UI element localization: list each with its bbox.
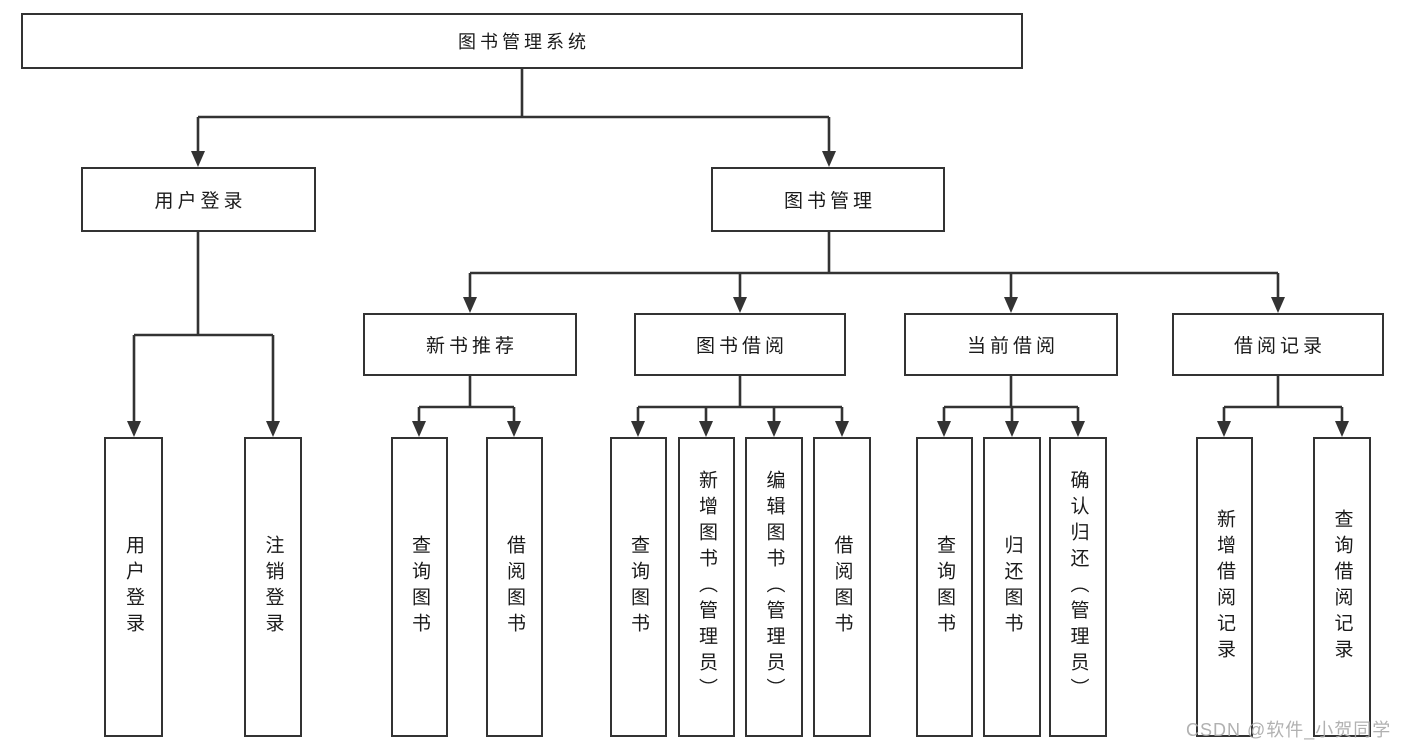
node-book-borrow: 图书借阅: [634, 313, 846, 376]
connector-new-book-children: [412, 376, 521, 437]
leaf-query-books-current: 查询图书: [916, 437, 973, 737]
node-book-management: 图书管理: [711, 167, 945, 232]
leaf-logout: 注销登录: [244, 437, 302, 737]
connector-user-login-children: [127, 232, 280, 437]
leaf-query-books-recommend: 查询图书: [391, 437, 448, 737]
leaf-user-login: 用户登录: [104, 437, 163, 737]
leaf-add-borrow-record: 新增借阅记录: [1196, 437, 1253, 737]
node-library-system: 图书管理系统: [21, 13, 1023, 69]
leaf-return-book: 归还图书: [983, 437, 1041, 737]
node-user-login: 用户登录: [81, 167, 316, 232]
node-borrow-records: 借阅记录: [1172, 313, 1384, 376]
leaf-edit-book-admin: 编辑图书（管理员）: [745, 437, 803, 737]
leaf-query-books-borrow: 查询图书: [610, 437, 667, 737]
leaf-add-book-admin: 新增图书（管理员）: [678, 437, 735, 737]
connector-borrow-records-children: [1217, 376, 1349, 437]
node-new-book-recommend: 新书推荐: [363, 313, 577, 376]
leaf-borrow-books-recommend: 借阅图书: [486, 437, 543, 737]
leaf-confirm-return-admin: 确认归还（管理员）: [1049, 437, 1107, 737]
leaf-borrow-books: 借阅图书: [813, 437, 871, 737]
connector-root-to-level2: [191, 69, 836, 167]
connector-current-borrow-children: [937, 376, 1085, 437]
csdn-watermark: CSDN @软件_小贺同学: [1186, 720, 1392, 740]
leaf-query-borrow-record: 查询借阅记录: [1313, 437, 1371, 737]
connector-book-borrow-children: [631, 376, 849, 437]
connector-book-mgmt-children: [463, 232, 1285, 313]
node-current-borrow: 当前借阅: [904, 313, 1118, 376]
